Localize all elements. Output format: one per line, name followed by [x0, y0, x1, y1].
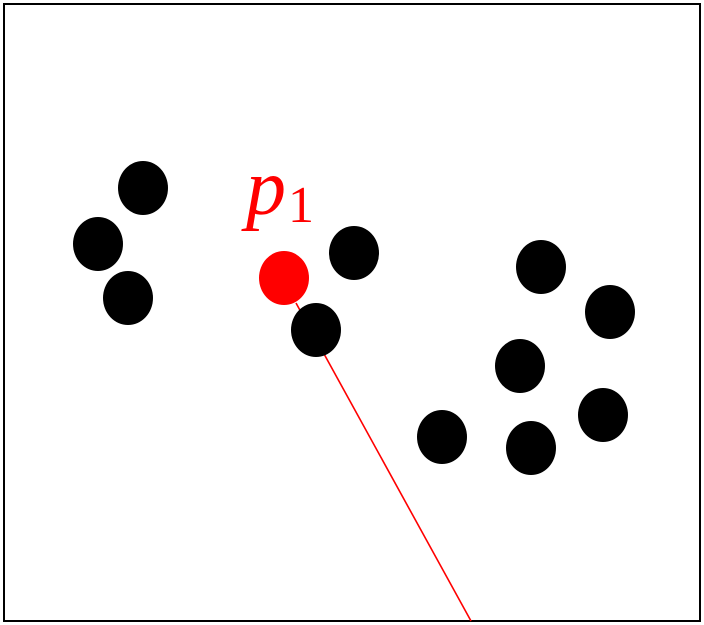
point-right-5	[417, 410, 467, 464]
point-label-main: p	[241, 144, 286, 232]
point-label: p1	[241, 144, 314, 234]
point-left-2	[73, 217, 123, 271]
point-p1	[259, 251, 309, 305]
point-middle-1	[329, 226, 379, 280]
point-label-subscript: 1	[288, 177, 314, 234]
point-middle-2	[291, 303, 341, 357]
point-right-3	[495, 339, 545, 393]
point-right-2	[585, 285, 635, 339]
point-right-4	[578, 388, 628, 442]
red-line	[295, 302, 472, 622]
point-left-3	[103, 271, 153, 325]
point-left-1	[118, 161, 168, 215]
point-right-6	[506, 421, 556, 475]
point-right-1	[516, 240, 566, 294]
